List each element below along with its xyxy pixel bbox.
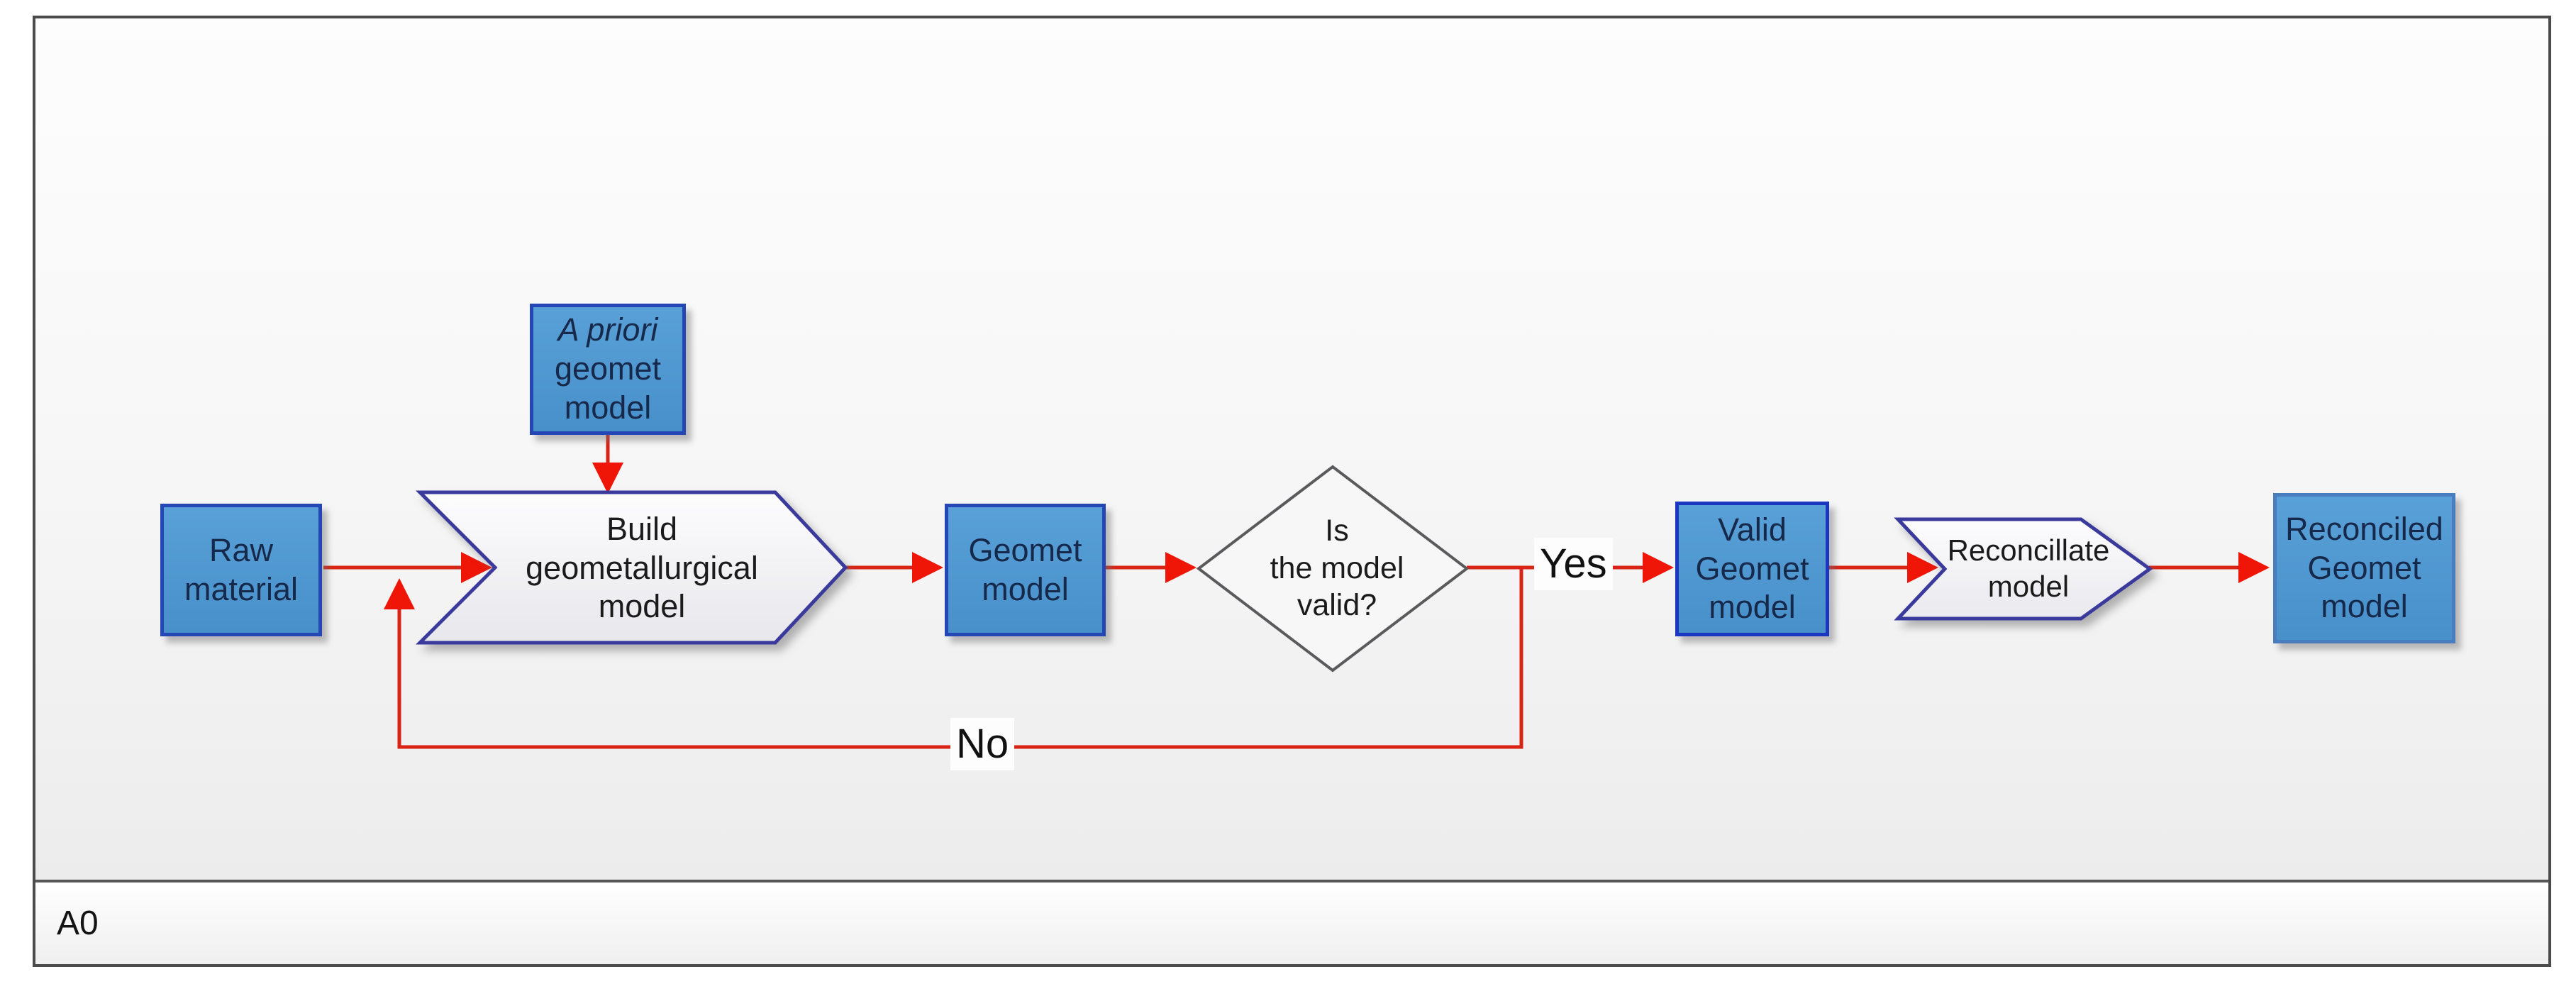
label-line: geomet bbox=[554, 350, 662, 387]
label-line: Reconcillate bbox=[1947, 533, 2110, 567]
chevron-shape bbox=[1894, 517, 2153, 621]
arrow-head bbox=[592, 463, 623, 494]
label-line: model bbox=[982, 570, 1069, 607]
arrow-head bbox=[384, 578, 415, 609]
arrow-head bbox=[1643, 552, 1674, 583]
label-line: Reconciled bbox=[2285, 510, 2443, 547]
node-raw-material: Raw material bbox=[160, 504, 322, 636]
label-line: Geomet bbox=[1695, 550, 1809, 587]
chevron-reconcillate bbox=[1894, 517, 2153, 621]
footer-bar: A0 bbox=[35, 880, 2548, 964]
label-reconcillate-model: Reconcillate model bbox=[1908, 529, 2149, 607]
label-decision: Is the model valid? bbox=[1227, 511, 1447, 626]
arrow-head bbox=[2238, 552, 2270, 583]
label-line: valid? bbox=[1297, 588, 1377, 623]
chevron-build-model bbox=[415, 490, 848, 645]
arrow-head bbox=[1165, 552, 1197, 583]
label-line: material bbox=[184, 570, 299, 607]
arrow-head bbox=[1907, 552, 1938, 583]
node-a-priori-geomet-model: A priori geomet model bbox=[530, 304, 686, 435]
label-line: Raw bbox=[209, 531, 274, 568]
label-line: model bbox=[2321, 588, 2408, 625]
diamond-decision bbox=[1196, 465, 1470, 673]
label-line: model bbox=[1987, 570, 2070, 603]
label-line: Build bbox=[606, 510, 678, 547]
label-line: model bbox=[1709, 589, 1796, 626]
label-line: Geomet bbox=[2307, 549, 2421, 586]
label-line: the model bbox=[1270, 550, 1404, 585]
label-line: model bbox=[598, 588, 686, 625]
label-build-model: Build geometallurgical model bbox=[468, 509, 816, 627]
diamond-shape bbox=[1196, 465, 1470, 673]
arrow-head bbox=[912, 552, 943, 583]
label-line: model bbox=[564, 389, 652, 426]
node-valid-geomet-model: Valid Geomet model bbox=[1675, 502, 1829, 636]
arrow-head bbox=[461, 552, 492, 583]
node-geomet-model: Geomet model bbox=[945, 504, 1106, 636]
label-line: Is bbox=[1325, 514, 1349, 548]
label-line: geometallurgical bbox=[526, 549, 758, 586]
label-line: Geomet bbox=[968, 531, 1082, 568]
sheet-label: A0 bbox=[57, 904, 99, 942]
label-line: A priori bbox=[557, 311, 658, 348]
node-reconciled-geomet-model: Reconciled Geomet model bbox=[2273, 493, 2455, 643]
no-label: No bbox=[950, 718, 1015, 770]
chevron-shape bbox=[415, 490, 848, 645]
label-line: Valid bbox=[1718, 511, 1787, 548]
yes-label: Yes bbox=[1534, 538, 1613, 590]
